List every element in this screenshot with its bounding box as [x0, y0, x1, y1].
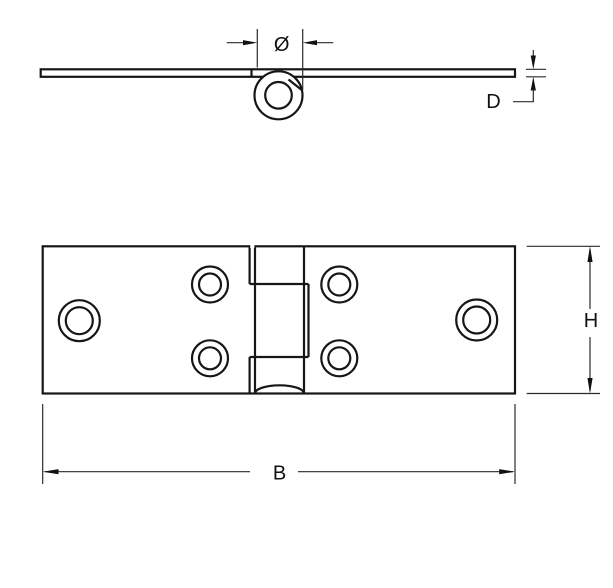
diameter-arrowhead-right	[302, 40, 317, 46]
hole-bore	[64, 306, 94, 336]
thickness-arrowhead-bottom	[530, 76, 536, 91]
diameter-arrowhead-left	[243, 40, 258, 46]
screw-hole-right-bottom	[320, 339, 359, 378]
hole-bore	[327, 272, 352, 297]
knuckle-inner-circle	[264, 80, 293, 110]
thickness-label: D	[486, 91, 500, 113]
height-arrowhead-bottom	[587, 378, 593, 394]
dimension-diameter: Ø	[226, 29, 334, 90]
knuckle-curl-edge	[287, 78, 304, 92]
screw-hole-right-top	[320, 265, 359, 304]
screw-hole-left-bottom	[190, 339, 230, 378]
pin-bottom-arc	[253, 384, 306, 394]
hole-bore	[462, 305, 492, 335]
hinge-body-outline	[41, 245, 517, 395]
width-arrowhead-left	[42, 469, 59, 475]
screw-hole-left-top	[190, 265, 230, 304]
screw-hole-left-outer	[57, 299, 101, 343]
thickness-leader-line	[513, 89, 534, 103]
diameter-label: Ø	[274, 34, 290, 56]
front-view	[41, 244, 517, 395]
hole-bore	[327, 346, 352, 371]
hole-bore	[197, 272, 223, 297]
dimension-width: B	[42, 404, 516, 485]
screw-hole-right-outer	[455, 298, 499, 342]
dimension-height: H	[526, 245, 600, 395]
width-arrowhead-right	[499, 469, 515, 475]
side-view	[39, 68, 517, 121]
height-label: H	[584, 310, 598, 332]
height-arrowhead-top	[587, 246, 593, 262]
width-label: B	[273, 463, 286, 485]
thickness-arrowhead-top	[530, 55, 536, 70]
dimension-thickness: D	[486, 50, 546, 113]
hole-bore	[197, 346, 223, 371]
